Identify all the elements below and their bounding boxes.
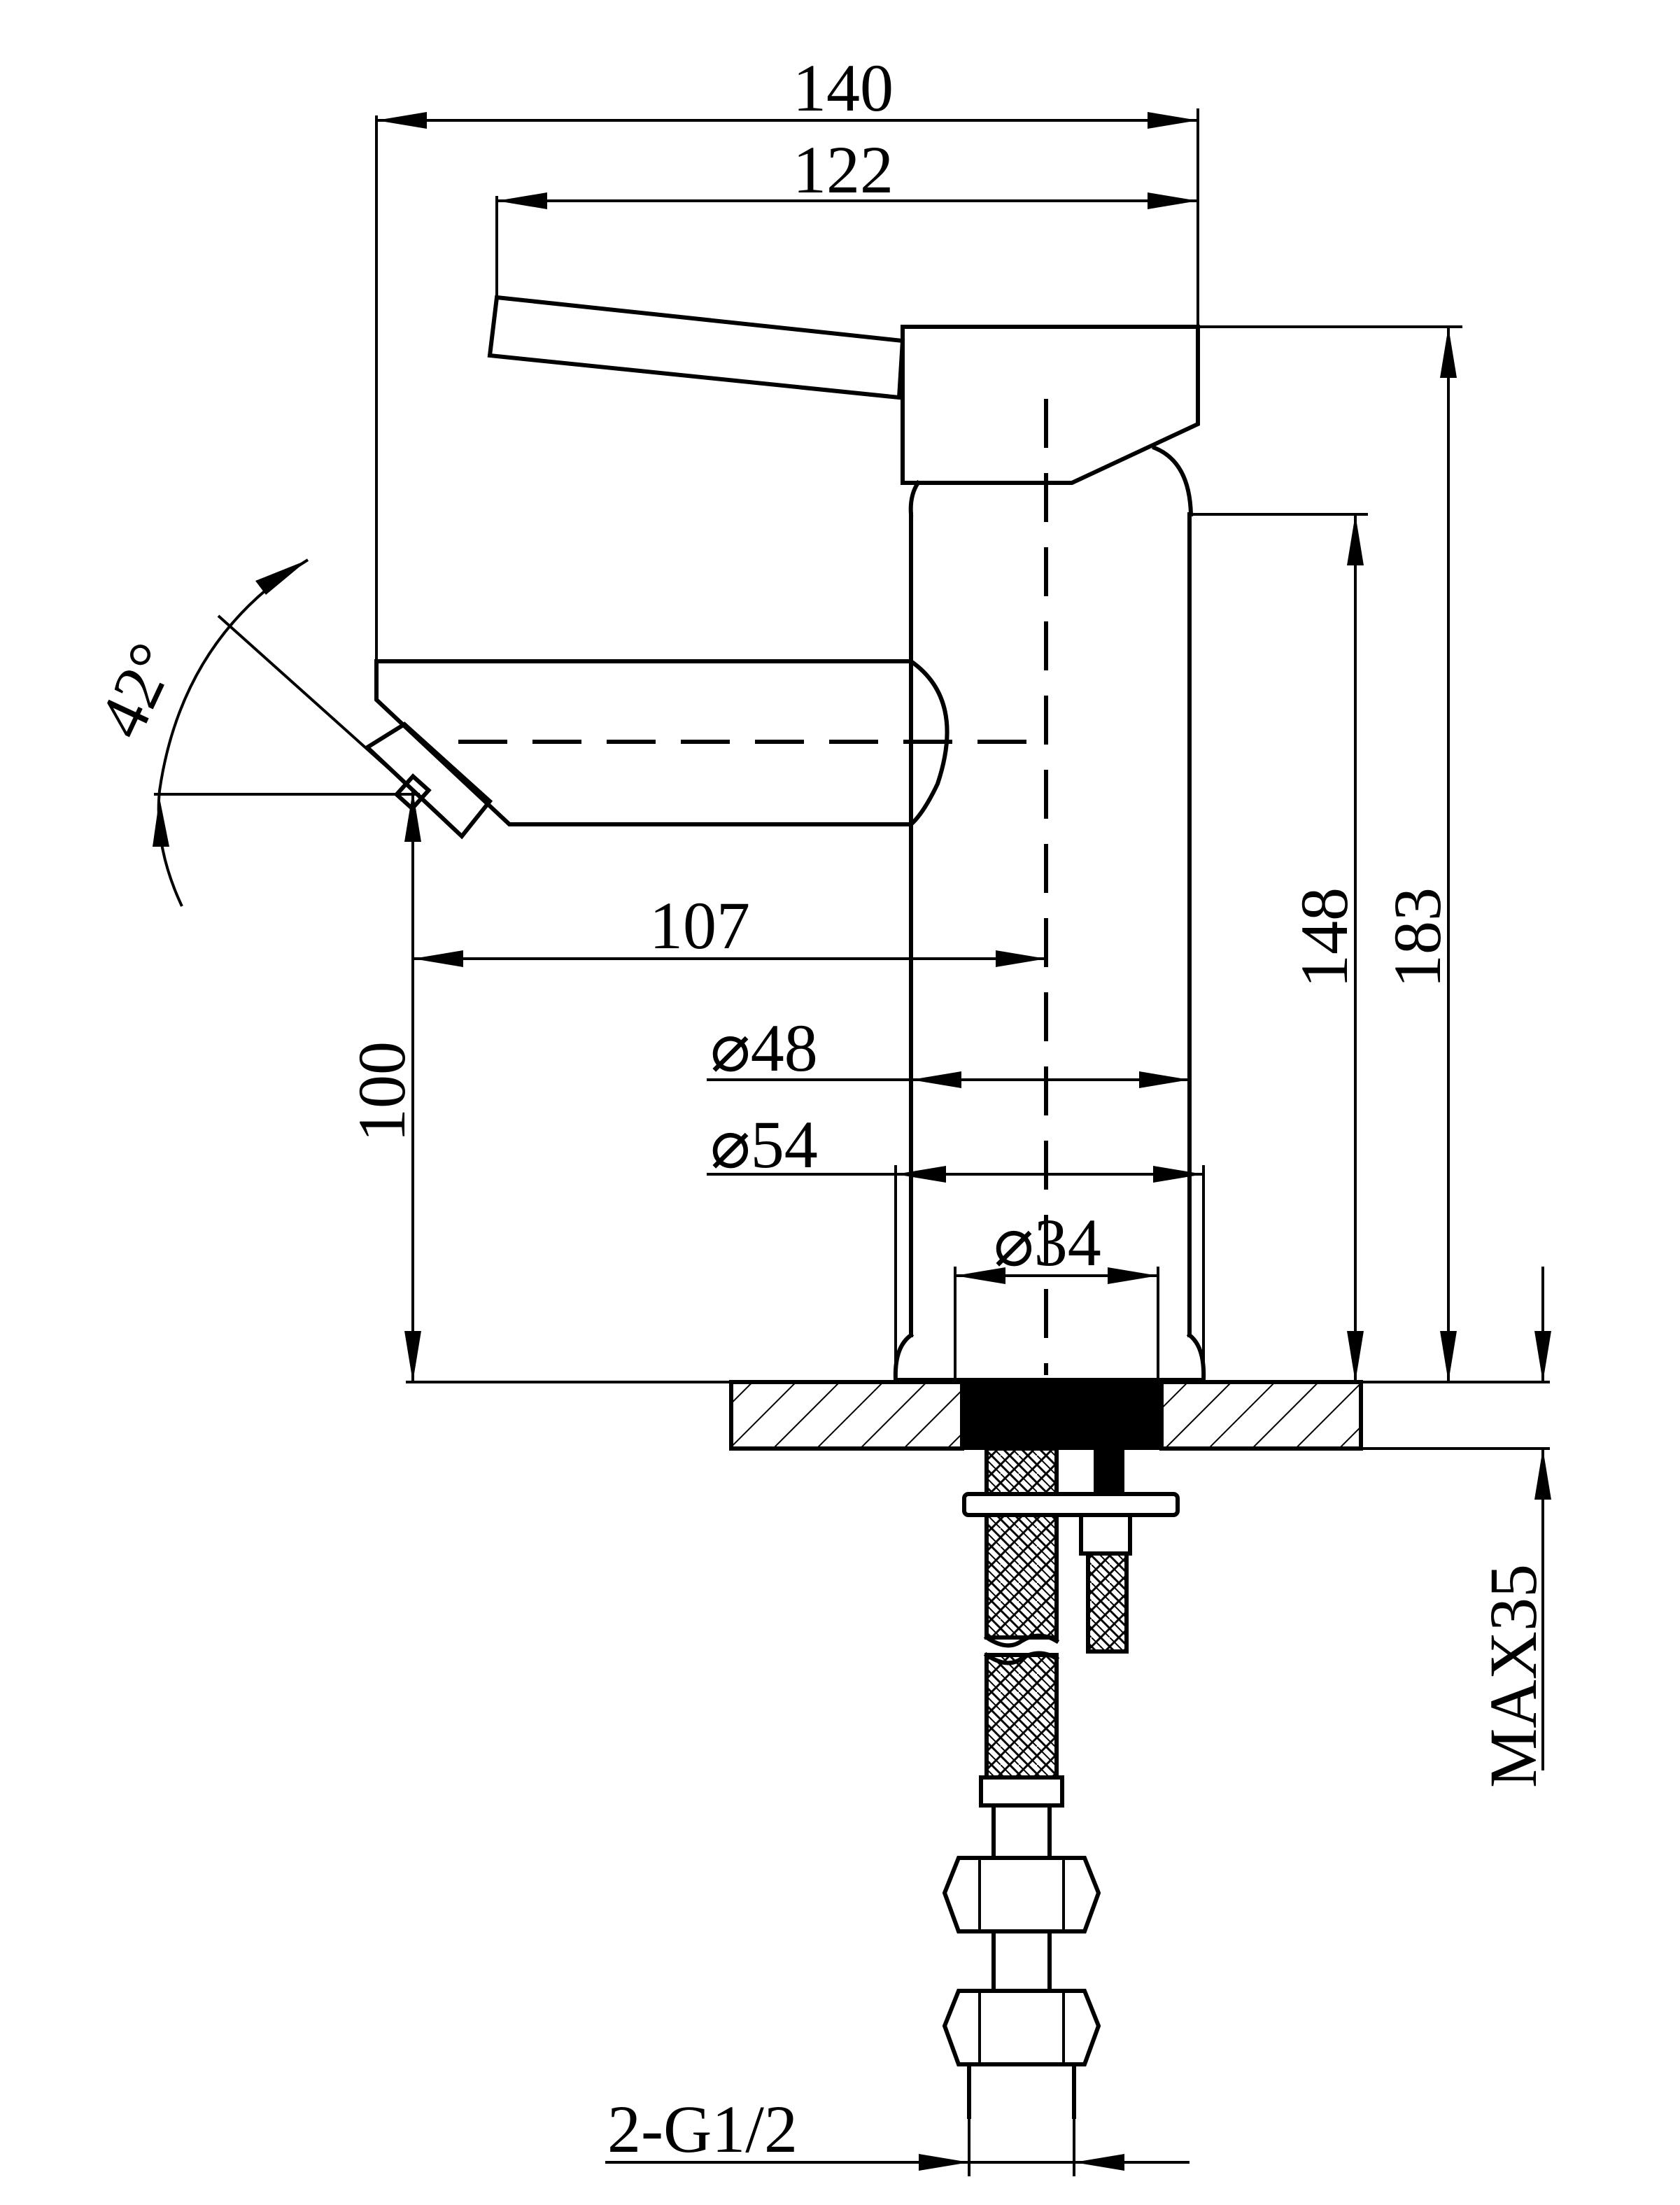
label-connection: 2-G1/2 [607, 2092, 798, 2167]
label-spout-reach: 107 [649, 888, 750, 963]
label-handle-angle: 42° [83, 632, 191, 749]
handle-cap [901, 325, 1200, 485]
label-handle-length: 122 [793, 132, 894, 207]
deck-right [1159, 1380, 1363, 1451]
label-spout-height: 100 [344, 1041, 419, 1142]
body-neck [908, 445, 1194, 517]
deck-left [729, 1380, 964, 1451]
installation-hardware [942, 1446, 1180, 2119]
lower-hex-nut [942, 1989, 1101, 2066]
label-overall-width: 140 [793, 50, 894, 125]
spout [374, 659, 950, 826]
label-base-diameter: ⌀54 [710, 1107, 818, 1182]
label-max-deck: MAX35 [1476, 1564, 1551, 1788]
shank-black [961, 1381, 1163, 1450]
dimension-labels: 140 122 107 100 148 183 ⌀48 ⌀54 ⌀34 42° … [83, 50, 1551, 2167]
label-body-diameter: ⌀48 [710, 1010, 818, 1085]
countertop-section [406, 1380, 1550, 1451]
dimension-lines [153, 108, 1551, 2176]
aerator [393, 773, 432, 812]
threaded-rod-lower [1079, 1513, 1132, 1556]
hose-break [983, 1633, 1060, 1648]
upper-hex-nut [942, 1856, 1101, 1933]
threaded-rod [1094, 1447, 1124, 1495]
hose-connector [991, 1803, 1052, 1860]
hose-lower [984, 1653, 1059, 1801]
hose-ferrule [979, 1775, 1064, 1808]
label-overall-height: 183 [1380, 887, 1455, 988]
nut-spacer [991, 1929, 1052, 1993]
hose-upper [984, 1446, 1059, 1640]
threaded-rod-tip [1086, 1551, 1129, 1654]
label-body-height: 148 [1287, 887, 1362, 988]
label-shank-diameter: ⌀34 [994, 1205, 1101, 1280]
spout-tip [364, 721, 493, 840]
fixing-washer [962, 1492, 1180, 1517]
handle-lever [487, 295, 905, 400]
